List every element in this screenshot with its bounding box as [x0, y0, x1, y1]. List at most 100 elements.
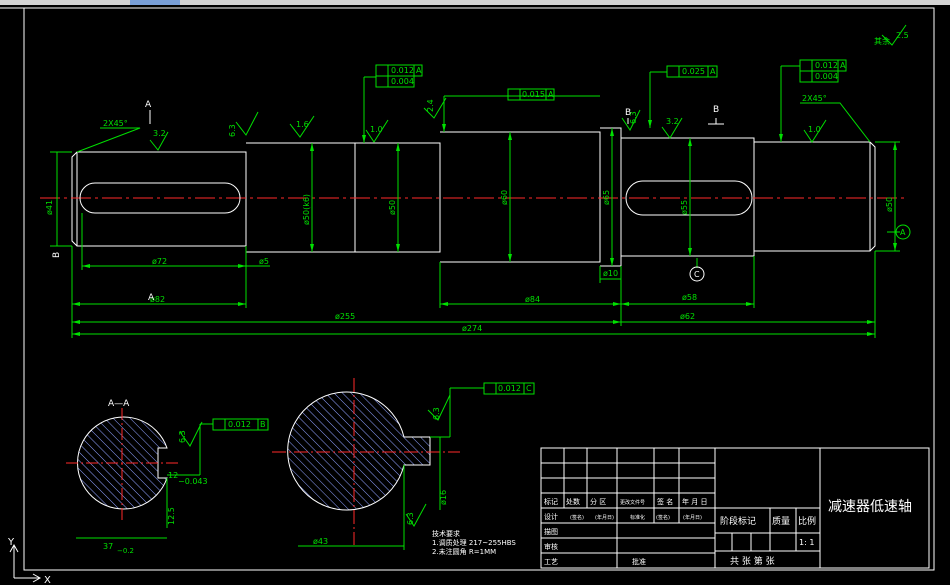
- section-aa-title: A—A: [108, 399, 130, 409]
- datum-a-letter: A: [900, 228, 906, 237]
- tech-line-1: 1.调质处理 217~255HBS: [432, 538, 516, 547]
- sec-b-dia: ø16: [439, 490, 448, 505]
- tol-sym-a: 0.012: [228, 420, 251, 429]
- dim-chamfer-right: 2X45°: [802, 94, 827, 103]
- tb-hdr-2: 分 区: [590, 497, 606, 506]
- tb-std-date: (年月日): [683, 514, 702, 521]
- rough-63a: 6.3: [228, 124, 237, 137]
- rough-63c: 6.3: [406, 512, 415, 525]
- tol-datum-a1: A: [416, 66, 422, 75]
- sec-depth-tol: −0.2: [117, 547, 134, 555]
- datum-circle-c: C: [689, 266, 705, 282]
- tol-datum-a4: A: [840, 61, 846, 70]
- cut-label-b2: B: [713, 105, 719, 115]
- dim-d60: ø60: [500, 190, 509, 205]
- rough-32b: 3.2: [666, 117, 679, 126]
- tech-line-2: 2.未注圆角 R=1MM: [432, 547, 496, 556]
- dim-l84: ø84: [525, 295, 540, 304]
- sec-r125: 12.5: [167, 507, 176, 525]
- sec-r63: 6.3: [178, 430, 187, 443]
- tb-approve: 批准: [632, 557, 646, 566]
- tol-datum-a3: A: [710, 67, 716, 76]
- ucs-y: Y: [7, 537, 15, 548]
- tol-runout1: 0.012: [391, 66, 414, 75]
- tb-weight: 质量: [772, 515, 790, 527]
- rough-63b: 6.3: [629, 111, 638, 124]
- tech-requirements: 技术要求 1.调质处理 217~255HBS 2.未注圆角 R=1MM: [432, 529, 516, 556]
- keyway-left: [79, 182, 241, 214]
- sec-width: 12: [168, 471, 178, 480]
- dim-l72: ø72: [152, 257, 167, 266]
- title-block: [540, 447, 930, 569]
- tb-drawing: 描图: [544, 527, 558, 536]
- dim-d55: ø55: [680, 200, 689, 215]
- roughness-symbols: [149, 24, 907, 527]
- keyway-right: [625, 180, 753, 216]
- tol-cyl4: 0.004: [815, 72, 838, 81]
- rough-24: 2.4: [426, 99, 435, 112]
- tolerance-frame-2: 0.015 A: [507, 88, 555, 101]
- section-b-b: 0.012 C ø43 ø16 6.3: [272, 378, 535, 550]
- cut-label-b: B: [625, 108, 631, 118]
- dim-d50k6: ø50(k6): [302, 194, 311, 225]
- tb-check: 审核: [544, 542, 558, 551]
- datum-circle-a: A: [895, 224, 911, 240]
- tol-sym-c: 0.012: [498, 384, 521, 393]
- rough-10a: 1.0: [370, 125, 383, 134]
- window-top-strip: [0, 0, 950, 5]
- dimension-lines: [50, 66, 900, 338]
- tolerance-frame-1: 0.012 A 0.004: [364, 64, 423, 88]
- dim-l62: ø62: [680, 312, 695, 321]
- tb-stage: 阶段标记: [720, 515, 756, 527]
- sec-depth: 37: [103, 542, 113, 551]
- dim-l58: ø58: [682, 293, 697, 302]
- datum-c-letter: C: [694, 270, 700, 279]
- tb-hdr-0: 标记: [544, 497, 558, 506]
- sec-tol: −0.043: [178, 477, 208, 486]
- sec-b-dim: ø43: [313, 537, 328, 546]
- dim-d50b: ø50: [885, 197, 894, 212]
- dim-d50: ø50: [388, 200, 397, 215]
- tb-hdr-3: 更改文件号: [620, 499, 645, 506]
- dim-l82: ø82: [150, 295, 165, 304]
- dim-chamfer-left: 2X45°: [103, 119, 128, 128]
- tol-cyl1: 0.004: [391, 77, 414, 86]
- dimension-arrows: [72, 120, 897, 336]
- tb-hdr-4: 签 名: [657, 497, 673, 506]
- tech-heading: 技术要求: [432, 529, 460, 538]
- tolerance-frame-4: 0.012 A 0.004: [781, 59, 847, 83]
- drawing-title: 减速器低速轴: [828, 499, 912, 515]
- dim-d65: ø65: [602, 190, 611, 205]
- ucs-x: X: [44, 575, 51, 585]
- dim-d41: ø41: [45, 200, 54, 215]
- tb-std: 标准化: [630, 514, 645, 521]
- tol-datum-b: B: [260, 420, 266, 429]
- tolerance-frame-3: 0.025 A: [650, 65, 718, 78]
- tol-datum-c: C: [526, 384, 532, 393]
- rough-note-prefix: 其余: [874, 36, 890, 46]
- tb-design-sig: (签名): [570, 514, 584, 521]
- dim-l255: ø255: [335, 312, 355, 321]
- tb-process: 工艺: [544, 558, 558, 566]
- drawing-frame: [0, 7, 935, 571]
- tb-hdr-5: 年 月 日: [682, 497, 707, 506]
- tb-ratio: 比例: [798, 515, 816, 527]
- tb-sheets: 共 张 第 张: [730, 555, 775, 567]
- ucs-icon: [9, 543, 42, 583]
- cut-label-a: A: [145, 100, 152, 110]
- cut-label-a2: A: [148, 293, 155, 303]
- section-a-a: A—A 0.012 B 12 −0.043 37 −0.2 12.5 6.3: [66, 399, 269, 555]
- tb-design-date: (年月日): [595, 514, 614, 521]
- sec-b-r63: 6.3: [432, 407, 441, 420]
- tb-std-sig: (签名): [656, 514, 670, 521]
- cut-arrows: [149, 110, 724, 125]
- rough-note-value: 2.5: [896, 31, 909, 40]
- left-mark: B: [52, 252, 62, 258]
- dim-l274: ø274: [462, 324, 482, 333]
- dim-l10: ø10: [603, 269, 618, 278]
- rough-16: 1.6: [296, 120, 309, 129]
- tb-hdr-1: 处数: [566, 497, 580, 506]
- rough-10b: 1.0: [808, 125, 821, 134]
- rough-32a: 3.2: [153, 129, 166, 138]
